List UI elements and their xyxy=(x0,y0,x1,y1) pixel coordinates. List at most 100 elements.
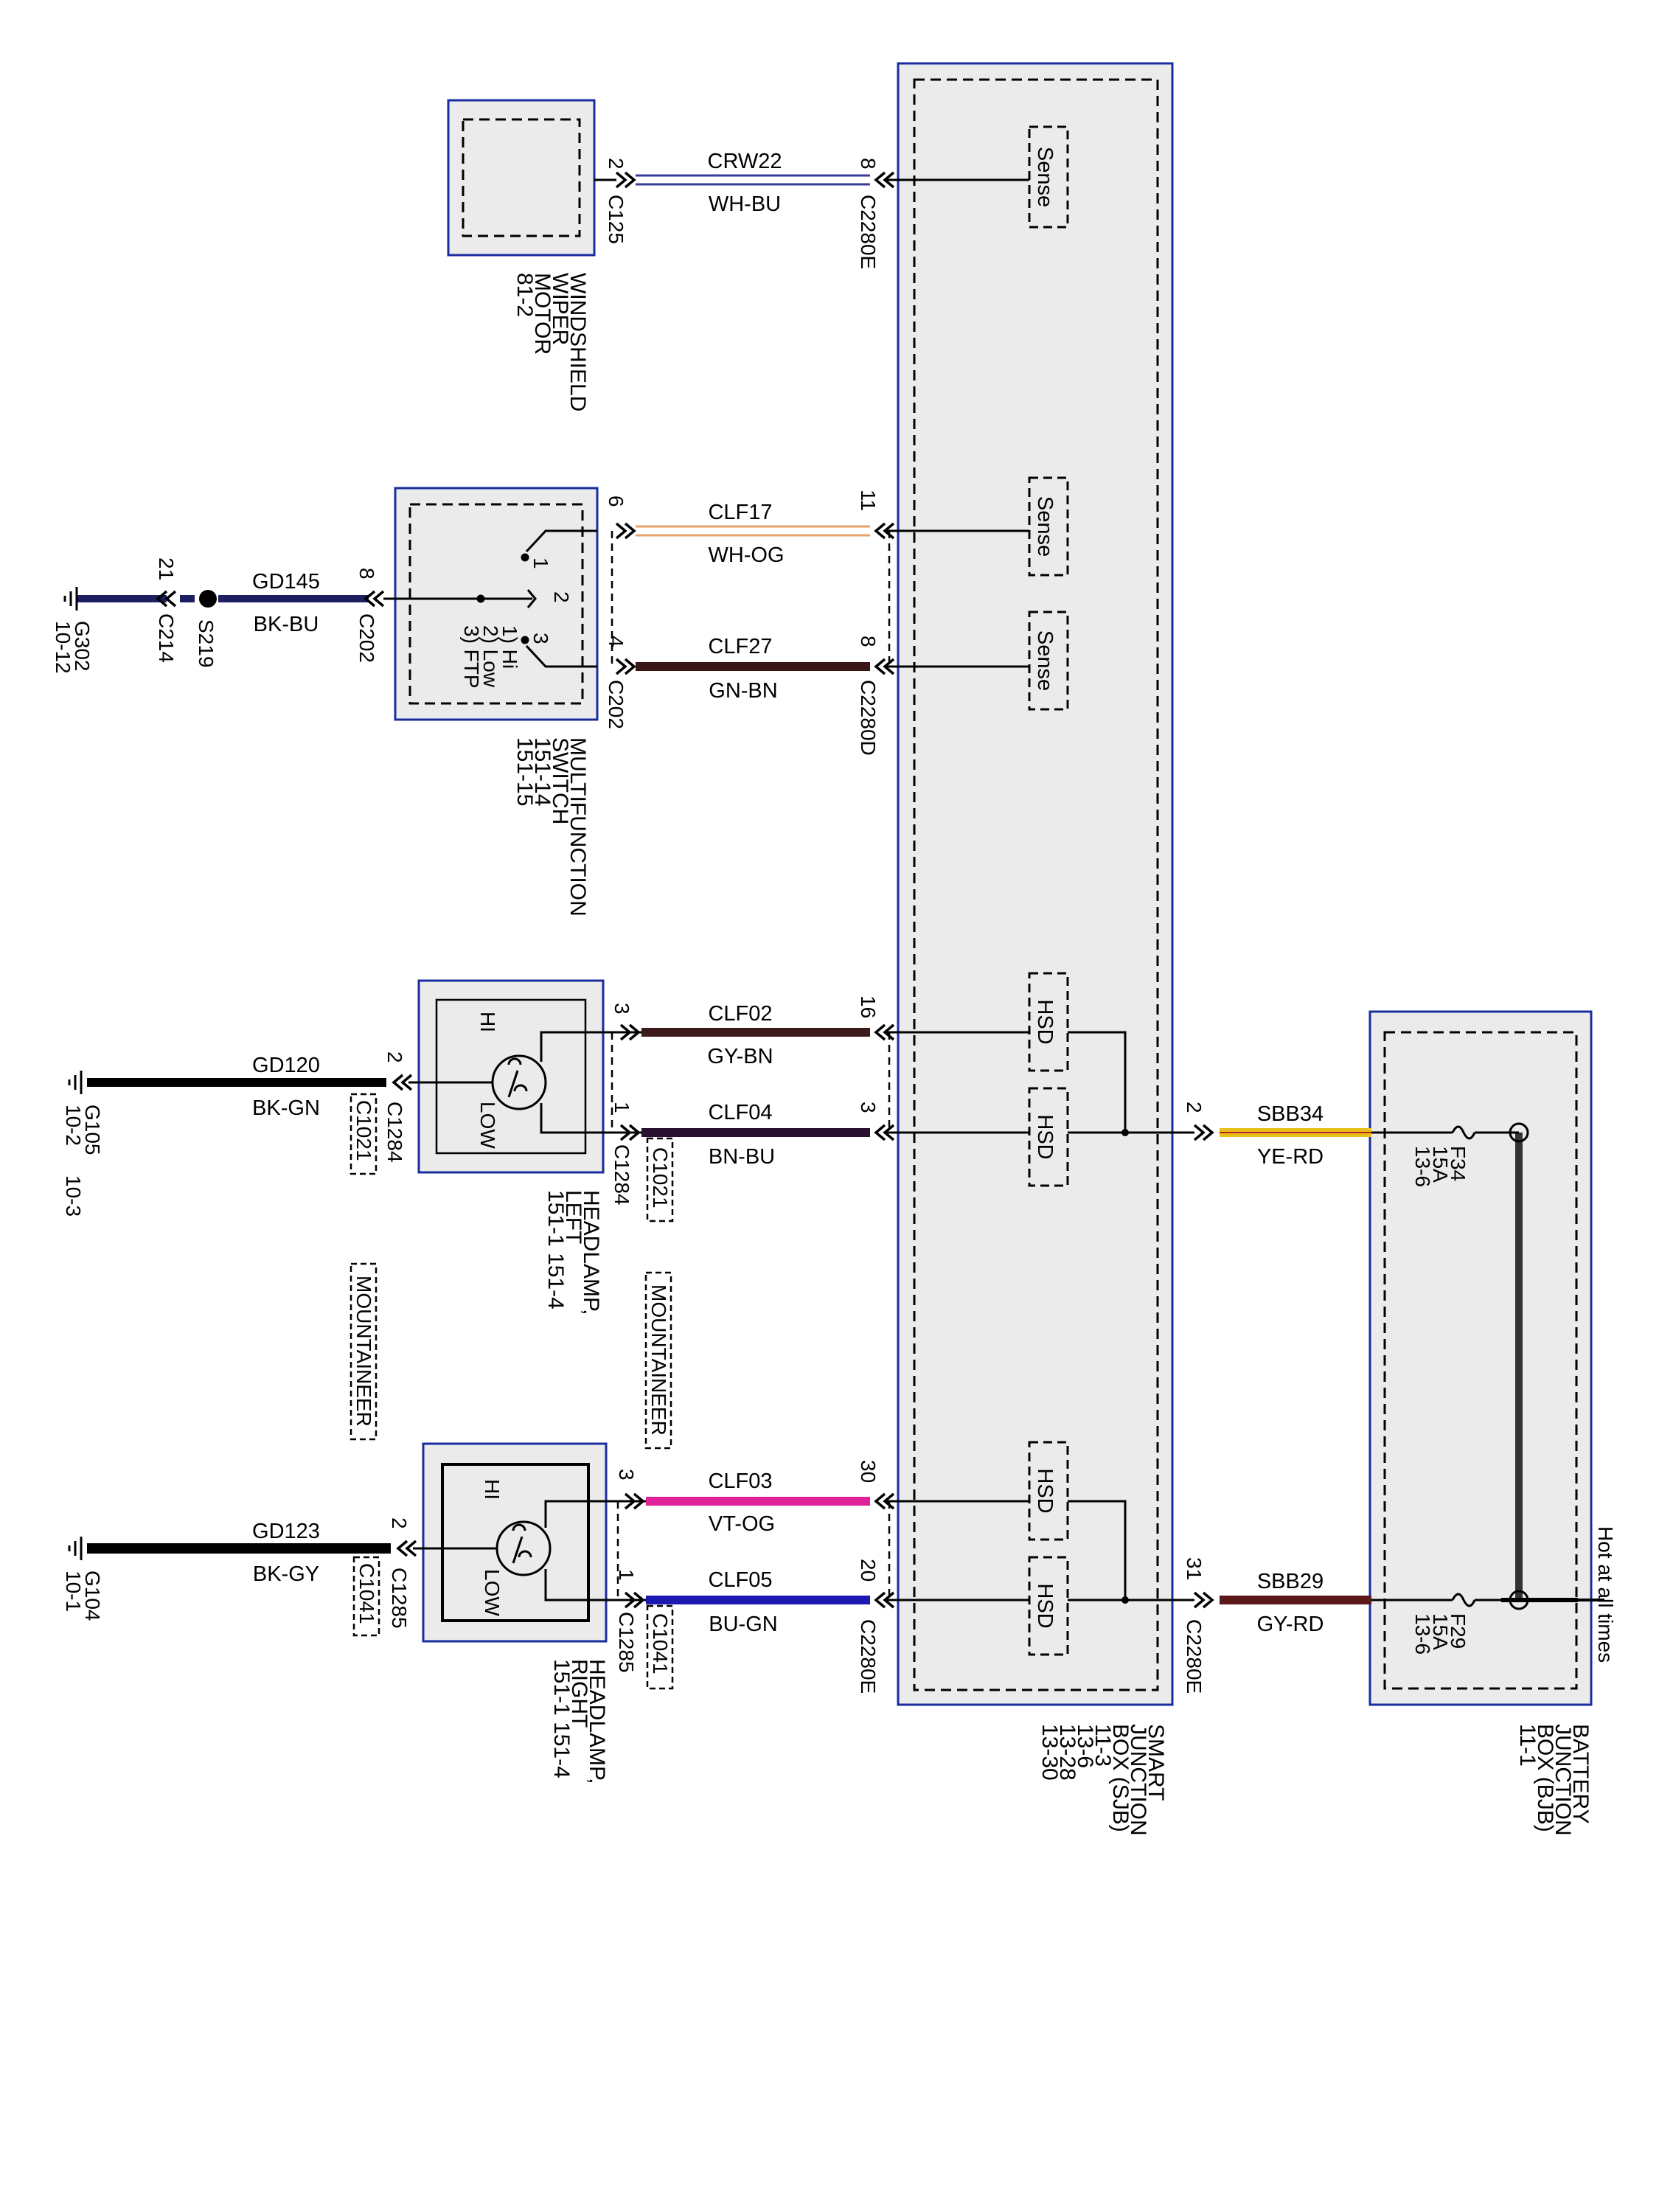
wire-clf02-color: GY-BN xyxy=(707,1045,773,1068)
hsd-label-2: HSD xyxy=(1033,1114,1057,1159)
ground-g105-ref2: 10-3 xyxy=(62,1175,85,1217)
pin-clf05-right: 20 xyxy=(857,1559,880,1582)
wire-clf17-color: WH-OG xyxy=(708,543,784,567)
headlamp-left-bulb xyxy=(408,1031,641,1134)
mfs-pin1: 1 xyxy=(529,557,552,569)
wiper-motor-label: WINDSHIELD WIPER MOTOR 81-2 xyxy=(512,273,590,411)
svg-text:HEADLAMP,: HEADLAMP, xyxy=(579,1190,603,1315)
fuse-f29-ref: 13-6 xyxy=(1411,1613,1434,1655)
bjb-internal xyxy=(1371,1122,1604,1610)
svg-text:151-15: 151-15 xyxy=(512,737,537,806)
wire-sbb29-circuit: SBB29 xyxy=(1257,1570,1324,1593)
wire-sbb29-color: GY-RD xyxy=(1257,1613,1324,1636)
svg-text:11-1: 11-1 xyxy=(1515,1724,1540,1767)
wire-clf02-circuit: CLF02 xyxy=(708,1002,772,1026)
conn-c1285-right: C1285 xyxy=(615,1612,638,1673)
svg-text:SWITCH: SWITCH xyxy=(548,737,572,824)
pin-clf17-right: 11 xyxy=(857,490,880,511)
svg-text:RIGHT: RIGHT xyxy=(567,1659,591,1728)
wire-sbb34-circuit: SBB34 xyxy=(1257,1102,1324,1126)
fuse-f34-ref: 13-6 xyxy=(1411,1146,1434,1187)
svg-text:13-28: 13-28 xyxy=(1055,1724,1079,1781)
mfs-position-ftp: 3) FTP xyxy=(460,625,483,689)
pin-clf03-right: 30 xyxy=(857,1460,880,1483)
option-mountaineer-right: MOUNTAINEER xyxy=(647,1284,670,1436)
svg-text:151-1 151-4: 151-1 151-4 xyxy=(549,1659,574,1778)
mfs-position-hi: 1) Hi xyxy=(498,625,521,669)
option-connectors xyxy=(349,1093,674,1690)
svg-text:13-6: 13-6 xyxy=(1073,1724,1097,1768)
fuse-f34-name: F34 xyxy=(1447,1146,1470,1181)
splice-s219: S219 xyxy=(195,619,218,667)
pin-gd145-switch: 8 xyxy=(355,568,378,580)
svg-text:MULTIFUNCTION: MULTIFUNCTION xyxy=(566,737,590,917)
sjb-splice-1 xyxy=(1121,1129,1129,1136)
pin-clf04-right: 3 xyxy=(857,1102,880,1113)
ground-gd120-circuit: GD120 xyxy=(252,1054,320,1077)
svg-text:81-2: 81-2 xyxy=(512,273,537,317)
pin-gd145-conn: 21 xyxy=(155,557,178,580)
svg-text:WIPER: WIPER xyxy=(548,273,572,345)
svg-text:BATTERY: BATTERY xyxy=(1568,1724,1593,1824)
pin-clf04-left: 1 xyxy=(611,1102,633,1113)
bjb-label: BATTERY JUNCTION BOX (BJB) 11-1 xyxy=(1515,1724,1593,1836)
conn-c2280e-sbb29: C2280E xyxy=(1183,1619,1206,1694)
option-conn-c1021-right: C1021 xyxy=(649,1147,672,1208)
sense-box-1 xyxy=(1028,125,1069,229)
pin-sbb34: 2 xyxy=(1183,1102,1206,1113)
wire-clf27-color: GN-BN xyxy=(709,679,777,703)
svg-text:SMART: SMART xyxy=(1144,1724,1168,1801)
svg-text:MOTOR: MOTOR xyxy=(530,273,554,355)
ground-gd123-circuit: GD123 xyxy=(252,1520,320,1543)
mfs-pin3: 3 xyxy=(529,633,552,644)
headlamp-left-hi: HI xyxy=(476,1012,499,1032)
mfs-pin2: 2 xyxy=(550,591,573,603)
ground-g302-ref: 10-12 xyxy=(52,621,74,674)
hsd-box-4 xyxy=(1028,1556,1069,1656)
mfs-position-low: 2) Low xyxy=(479,625,502,688)
ground-g105: G105 xyxy=(81,1105,104,1155)
conn-c1285-left: C1285 xyxy=(388,1568,411,1629)
wire-clf04-circuit: CLF04 xyxy=(708,1101,772,1124)
svg-text:LEFT: LEFT xyxy=(561,1190,585,1244)
mfs-switch-contacts xyxy=(472,529,597,668)
ground-gd145-circuit: GD145 xyxy=(252,570,320,594)
sjb-internal-wiring xyxy=(885,178,1194,1601)
conn-c214: C214 xyxy=(155,613,178,663)
sjb-splice-2 xyxy=(1121,1596,1129,1604)
ground-gd123 xyxy=(68,1537,423,1560)
ground-g302: G302 xyxy=(71,621,94,672)
hsd-label-4: HSD xyxy=(1033,1583,1057,1628)
mfs-label: MULTIFUNCTION SWITCH 151-14 151-15 xyxy=(512,737,590,917)
option-conn-c1021-left: C1021 xyxy=(352,1100,375,1161)
headlamp-right-bulb xyxy=(413,1500,646,1601)
conn-c2280e-top: C2280E xyxy=(857,195,880,269)
ground-gd120-color: BK-GN xyxy=(252,1096,320,1120)
headlamp-right-low: LOW xyxy=(481,1569,504,1616)
ground-gd120 xyxy=(68,1071,419,1094)
connector-arrows xyxy=(615,171,1214,1609)
headlamp-right-label: HEADLAMP, RIGHT 151-1 151-4 xyxy=(549,1659,609,1784)
ground-g104-ref: 10-1 xyxy=(62,1571,85,1612)
wire-clf03-circuit: CLF03 xyxy=(708,1470,772,1493)
headlamp-left-label: HEADLAMP, LEFT 151-1 151-4 xyxy=(543,1190,603,1315)
svg-text:151-14: 151-14 xyxy=(530,737,554,806)
bjb-module-box xyxy=(1368,1010,1593,1706)
option-conn-c1041-right: C1041 xyxy=(649,1613,672,1674)
hot-at-all-times-label: Hot at all times xyxy=(1594,1526,1617,1663)
pin-clf02-right: 16 xyxy=(857,995,880,1018)
wire-clf17 xyxy=(636,525,870,537)
svg-text:HEADLAMP,: HEADLAMP, xyxy=(585,1659,609,1784)
pin-crw22-right: 8 xyxy=(857,158,880,170)
headlamp-right-inner xyxy=(441,1463,590,1622)
conn-c2280d: C2280D xyxy=(857,680,880,756)
conn-c1284-right: C1284 xyxy=(611,1144,633,1206)
ground-gd145 xyxy=(63,587,472,611)
sjb-module-box xyxy=(897,62,1174,1706)
sense-box-2 xyxy=(1028,476,1069,577)
svg-text:WINDSHIELD: WINDSHIELD xyxy=(566,273,590,411)
sense-box-3 xyxy=(1028,611,1069,711)
hsd-box-1 xyxy=(1028,972,1069,1072)
pin-clf27-left: 4 xyxy=(605,636,627,647)
fuse-f34-rating: 15A xyxy=(1429,1146,1452,1183)
